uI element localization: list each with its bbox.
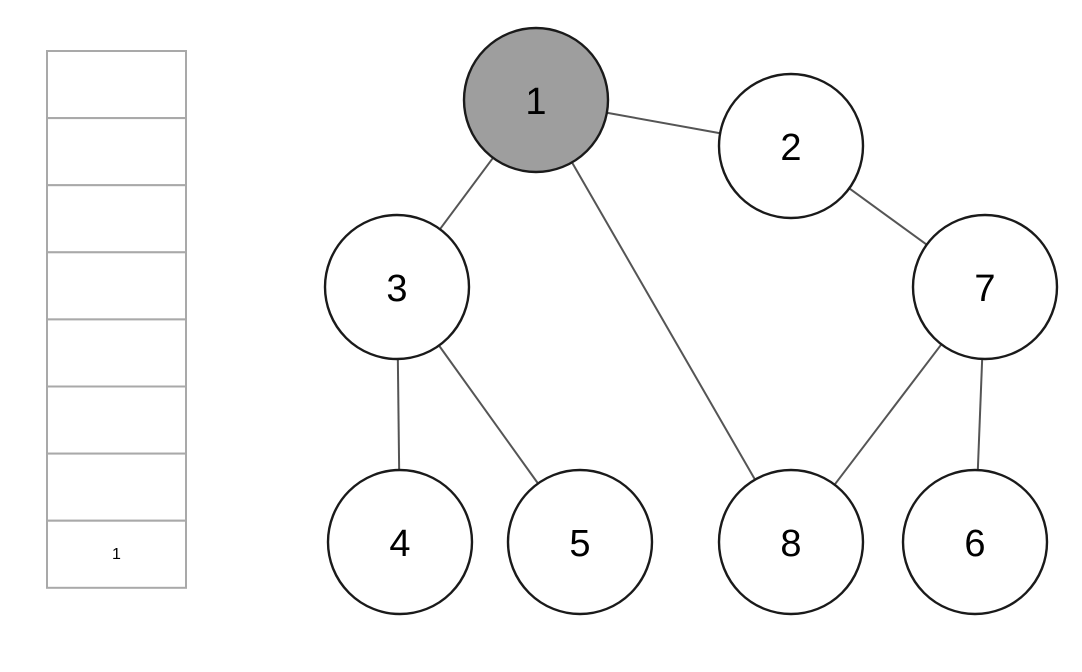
node-label: 7 [974, 268, 995, 310]
node-label: 5 [569, 523, 590, 565]
graph-edge [571, 161, 756, 481]
stack-cell-box[interactable] [46, 519, 187, 589]
stack-cell-box[interactable] [46, 184, 187, 254]
node-circle[interactable] [326, 468, 474, 616]
stack-cell[interactable] [46, 117, 187, 187]
stack-cell[interactable] [46, 251, 187, 321]
graph-node[interactable]: 1 [462, 26, 610, 174]
graph-node[interactable]: 8 [717, 468, 865, 616]
graph-node[interactable]: 2 [717, 72, 865, 220]
node-circle[interactable] [717, 72, 865, 220]
graph-edge [439, 157, 494, 230]
stack-cell[interactable] [46, 452, 187, 522]
graph-edge [396, 358, 401, 471]
stack-cell[interactable] [46, 318, 187, 388]
graph-edge [833, 343, 943, 486]
node-label: 4 [389, 523, 410, 565]
node-circle[interactable] [323, 213, 471, 361]
graph-edges [396, 111, 984, 486]
graph-node[interactable]: 3 [323, 213, 471, 361]
graph-node[interactable]: 6 [901, 468, 1049, 616]
stack-cell-box[interactable] [46, 318, 187, 388]
graph-node[interactable]: 5 [506, 468, 654, 616]
stack-cell[interactable]: 1 [46, 519, 187, 589]
stack-cell-value: 1 [112, 546, 121, 563]
node-label: 1 [525, 81, 546, 123]
stack-cell[interactable] [46, 385, 187, 455]
stack-cell-box[interactable] [46, 117, 187, 187]
stack-cell-box[interactable] [46, 251, 187, 321]
stack-cell-box[interactable] [46, 385, 187, 455]
stack-cell[interactable] [46, 50, 187, 120]
graph-edge [438, 344, 539, 485]
stack-cell-box[interactable] [46, 50, 187, 120]
graph-node[interactable]: 7 [911, 213, 1059, 361]
node-circle[interactable] [911, 213, 1059, 361]
stack-panel: 1 [46, 50, 187, 589]
node-circle[interactable] [901, 468, 1049, 616]
node-circle[interactable] [462, 26, 610, 174]
graph-edge [848, 187, 928, 246]
node-label: 2 [780, 127, 801, 169]
node-circle[interactable] [717, 468, 865, 616]
node-label: 8 [780, 523, 801, 565]
stack-cell-box[interactable] [46, 452, 187, 522]
graph-edge [606, 111, 721, 135]
graph-edge [976, 358, 984, 471]
node-label: 3 [386, 268, 407, 310]
node-circle[interactable] [506, 468, 654, 616]
graph-node[interactable]: 4 [326, 468, 474, 616]
stack-cell[interactable] [46, 184, 187, 254]
graph-nodes: 1 2 3 7 4 5 8 6 [323, 26, 1059, 616]
node-label: 6 [964, 523, 985, 565]
